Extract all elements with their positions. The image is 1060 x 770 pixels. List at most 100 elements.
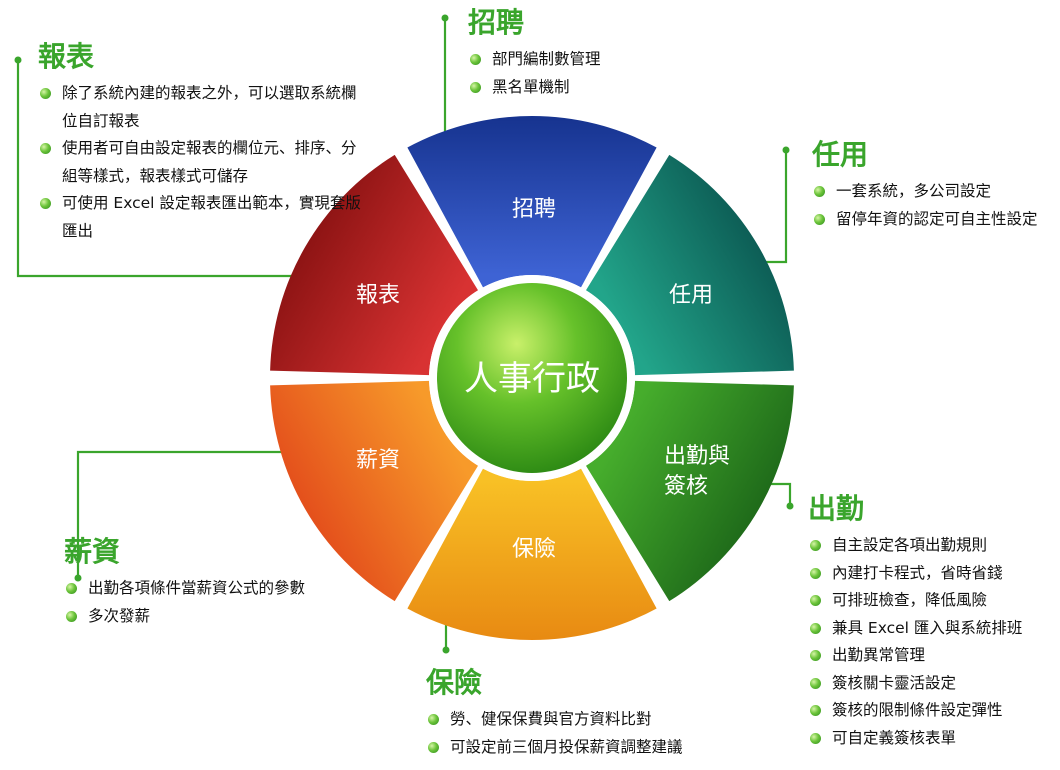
- section-salary: 薪資 出勤各項條件當薪資公式的參數 多次發薪: [64, 535, 305, 630]
- bullet-icon: [810, 567, 821, 579]
- list-item: 勞、健保保費與官方資料比對: [426, 706, 683, 734]
- section-list-insurance: 勞、健保保費與官方資料比對 可設定前三個月投保薪資調整建議: [426, 706, 683, 761]
- hub-label: 人事行政: [464, 359, 600, 399]
- list-item: 簽核關卡靈活設定: [808, 670, 1022, 698]
- connector-employ-dot: [782, 146, 790, 154]
- section-title-employ: 任用: [812, 138, 869, 171]
- bullet-icon: [814, 213, 825, 225]
- list-item-text: 勞、健保保費與官方資料比對: [450, 710, 652, 728]
- connector-salary: [76, 450, 296, 578]
- list-item: 出勤異常管理: [808, 642, 1022, 670]
- bullet-icon: [810, 705, 821, 716]
- connector-attend: [764, 482, 792, 506]
- section-list-attend: 自主設定各項出勤規則 內建打卡程式，省時省錢 可排班檢查，降低風險 兼具 Exc…: [808, 532, 1022, 752]
- list-item-text: 簽核關卡靈活設定: [832, 673, 957, 692]
- list-item: 使用者可自由設定報表的欄位元、排序、分組等樣式，報表樣式可儲存: [38, 135, 362, 190]
- section-title-insurance: 保險: [426, 666, 483, 699]
- bullet-icon: [40, 198, 51, 209]
- segment-label-attend-line2: 簽核: [664, 474, 708, 499]
- wheel-segment-recruit: [407, 116, 657, 288]
- list-item: 多次發薪: [64, 603, 305, 631]
- segment-label-insurance: 保險: [512, 537, 556, 562]
- section-list-salary: 出勤各項條件當薪資公式的參數 多次發薪: [64, 575, 305, 630]
- bullet-icon: [810, 595, 821, 606]
- section-attend: 出勤 自主設定各項出勤規則 內建打卡程式，省時省錢 可排班檢查，降低風險 兼具 …: [808, 492, 1022, 752]
- section-list-employ: 一套系統，多公司設定 留停年資的認定可自主性設定: [812, 178, 1046, 233]
- bullet-icon: [470, 81, 481, 93]
- section-title-salary: 薪資: [64, 535, 121, 568]
- list-item: 可排班檢查，降低風險: [808, 587, 1022, 615]
- list-item: 留停年資的認定可自主性設定: [812, 206, 1046, 234]
- list-item: 內建打卡程式，省時省錢: [808, 560, 1022, 588]
- segment-label-attend-line1: 出勤與: [664, 444, 730, 469]
- list-item-text: 出勤異常管理: [832, 646, 926, 664]
- bullet-icon: [814, 186, 825, 197]
- section-title-recruit: 招聘: [468, 6, 525, 39]
- bullet-icon: [810, 622, 821, 634]
- list-item: 可使用 Excel 設定報表匯出範本，實現套版匯出: [38, 190, 362, 245]
- wheel-segment-report: [270, 154, 479, 376]
- list-item-text: 部門編制數管理: [492, 50, 601, 68]
- wheel-segments: [270, 116, 794, 641]
- list-item-text: 黑名單機制: [492, 77, 570, 96]
- segment-label-report: 報表: [356, 283, 400, 308]
- connector-salary-dot: [74, 574, 82, 582]
- bullet-icon: [810, 650, 821, 661]
- list-item-text: 可設定前三個月投保薪資調整建議: [450, 737, 683, 756]
- list-item: 簽核的限制條件設定彈性: [808, 697, 1022, 725]
- list-item: 兼具 Excel 匯入與系統排班: [808, 615, 1022, 643]
- list-item-text: 可使用 Excel 設定報表匯出範本，實現套版匯出: [62, 194, 361, 240]
- section-list-recruit: 部門編制數管理 黑名單機制: [468, 46, 601, 101]
- list-item: 除了系統內建的報表之外，可以選取系統欄位自訂報表: [38, 80, 362, 135]
- segment-label-salary: 薪資: [356, 448, 400, 473]
- list-item-text: 兼具 Excel 匯入與系統排班: [832, 618, 1023, 637]
- bullet-icon: [810, 677, 821, 689]
- bullet-icon: [40, 143, 51, 154]
- hub-fill: [437, 283, 627, 473]
- connector-report-dot: [14, 56, 22, 64]
- bullet-icon: [428, 714, 439, 725]
- section-recruit: 招聘 部門編制數管理 黑名單機制: [468, 6, 601, 101]
- connector-attend-dot: [786, 502, 794, 510]
- list-item: 出勤各項條件當薪資公式的參數: [64, 575, 305, 603]
- section-list-report: 除了系統內建的報表之外，可以選取系統欄位自訂報表 使用者可自由設定報表的欄位元、…: [38, 80, 362, 245]
- section-title-report: 報表: [38, 40, 95, 73]
- list-item: 自主設定各項出勤規則: [808, 532, 1022, 560]
- list-item: 可設定前三個月投保薪資調整建議: [426, 734, 683, 762]
- list-item-text: 內建打卡程式，省時省錢: [832, 563, 1003, 582]
- bullet-icon: [470, 54, 481, 65]
- list-item-text: 多次發薪: [88, 606, 151, 625]
- list-item-text: 一套系統，多公司設定: [836, 182, 992, 200]
- bullet-icon: [66, 583, 77, 594]
- list-item-text: 除了系統內建的報表之外，可以選取系統欄位自訂報表: [62, 84, 357, 130]
- bullet-icon: [66, 610, 77, 622]
- list-item-text: 可自定義簽核表單: [832, 728, 957, 747]
- list-item-text: 自主設定各項出勤規則: [832, 536, 988, 554]
- connector-recruit-dot: [441, 14, 449, 22]
- section-insurance: 保險 勞、健保保費與官方資料比對 可設定前三個月投保薪資調整建議: [426, 666, 683, 761]
- section-title-attend: 出勤: [808, 492, 865, 525]
- connector-lines: [14, 14, 794, 654]
- connector-report: [16, 60, 318, 278]
- wheel-segment-attend: [585, 380, 794, 602]
- connector-employ: [764, 150, 788, 264]
- list-item-text: 出勤各項條件當薪資公式的參數: [88, 579, 306, 597]
- connector-insurance-dot: [442, 646, 450, 654]
- wheel-segment-salary: [270, 380, 479, 602]
- list-item: 可自定義簽核表單: [808, 725, 1022, 753]
- list-item-text: 簽核的限制條件設定彈性: [832, 701, 1003, 719]
- section-report: 報表 除了系統內建的報表之外，可以選取系統欄位自訂報表 使用者可自由設定報表的欄…: [38, 40, 362, 245]
- wheel-segment-employ: [585, 154, 794, 376]
- bullet-icon: [428, 741, 439, 753]
- list-item-text: 可排班檢查，降低風險: [832, 591, 988, 609]
- bullet-icon: [40, 88, 51, 99]
- list-item-text: 使用者可自由設定報表的欄位元、排序、分組等樣式，報表樣式可儲存: [62, 139, 357, 185]
- list-item: 一套系統，多公司設定: [812, 178, 1046, 206]
- section-employ: 任用 一套系統，多公司設定 留停年資的認定可自主性設定: [812, 138, 1046, 233]
- segment-label-employ: 任用: [669, 283, 713, 308]
- bullet-icon: [810, 732, 821, 744]
- wheel-segment-insurance: [407, 468, 657, 641]
- bullet-icon: [810, 540, 821, 551]
- segment-label-recruit: 招聘: [512, 197, 556, 222]
